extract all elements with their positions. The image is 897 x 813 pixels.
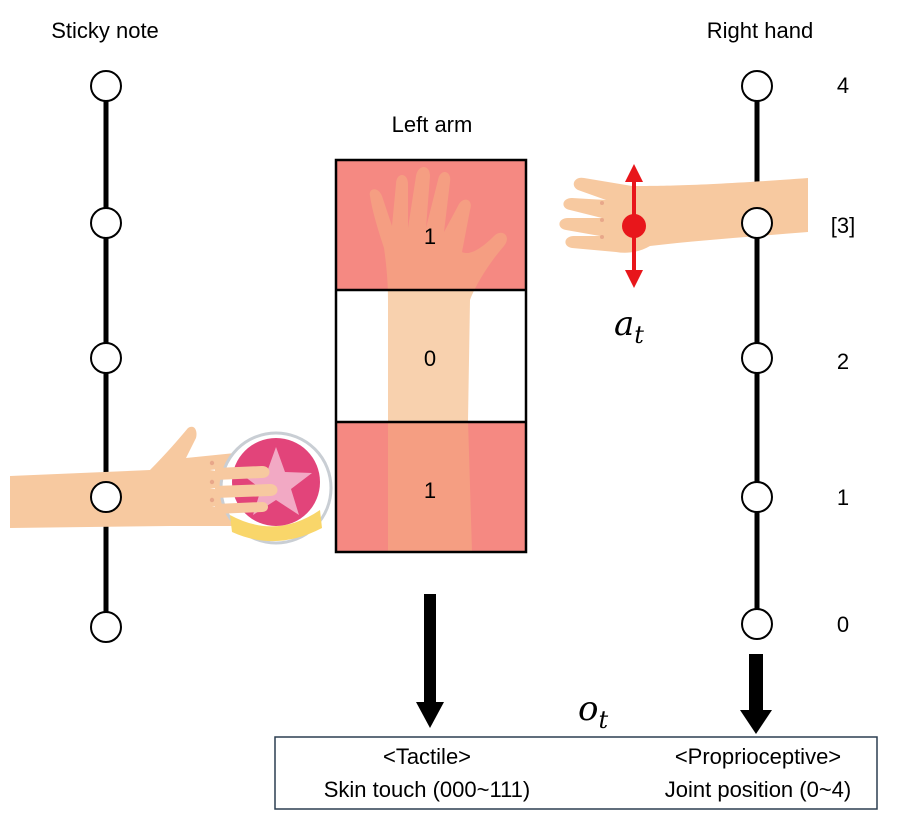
right-position-label-3: [3] [831, 213, 855, 238]
right-position-label-4: 4 [837, 73, 849, 98]
right-node-2 [741, 342, 773, 374]
left-arm-cell-value-middle: 0 [424, 346, 436, 371]
proprioceptive-arrow [740, 654, 772, 734]
right-node-3 [741, 207, 773, 239]
observation-output-box [274, 736, 878, 810]
sticky-note-nodes [90, 70, 122, 643]
sticky-node-4 [90, 70, 122, 102]
right-position-label-1: 1 [837, 485, 849, 510]
action-label: at [614, 304, 644, 349]
proprioceptive-description: Joint position (0~4) [665, 777, 852, 802]
left-arm-cell-value-top: 1 [424, 224, 436, 249]
action-arrow [622, 164, 646, 288]
right-hand-title: Right hand [707, 18, 813, 43]
tactile-arrow [416, 594, 444, 728]
observation-label: ot [578, 689, 608, 734]
left-hand-image [10, 426, 257, 528]
tactile-heading: <Tactile> [383, 744, 471, 769]
right-node-0 [741, 608, 773, 640]
sticky-node-1 [90, 481, 122, 513]
tactile-description: Skin touch (000~111) [324, 777, 531, 802]
left-arm-cell-value-bottom: 1 [424, 478, 436, 503]
sticky-node-0 [90, 611, 122, 643]
left-arm-grid-outline [334, 158, 528, 554]
proprioceptive-heading: <Proprioceptive> [675, 744, 841, 769]
left-arm-image [369, 167, 507, 552]
right-node-4 [741, 70, 773, 102]
sticky-note-title: Sticky note [51, 18, 159, 43]
sticky-node-3 [90, 207, 122, 239]
right-position-label-2: 2 [837, 349, 849, 374]
right-position-label-0: 0 [837, 612, 849, 637]
sticky-node-2 [90, 342, 122, 374]
left-arm-title: Left arm [392, 112, 473, 137]
right-hand-nodes [741, 70, 773, 640]
left-hand-fingers [215, 466, 278, 514]
right-node-1 [741, 481, 773, 513]
